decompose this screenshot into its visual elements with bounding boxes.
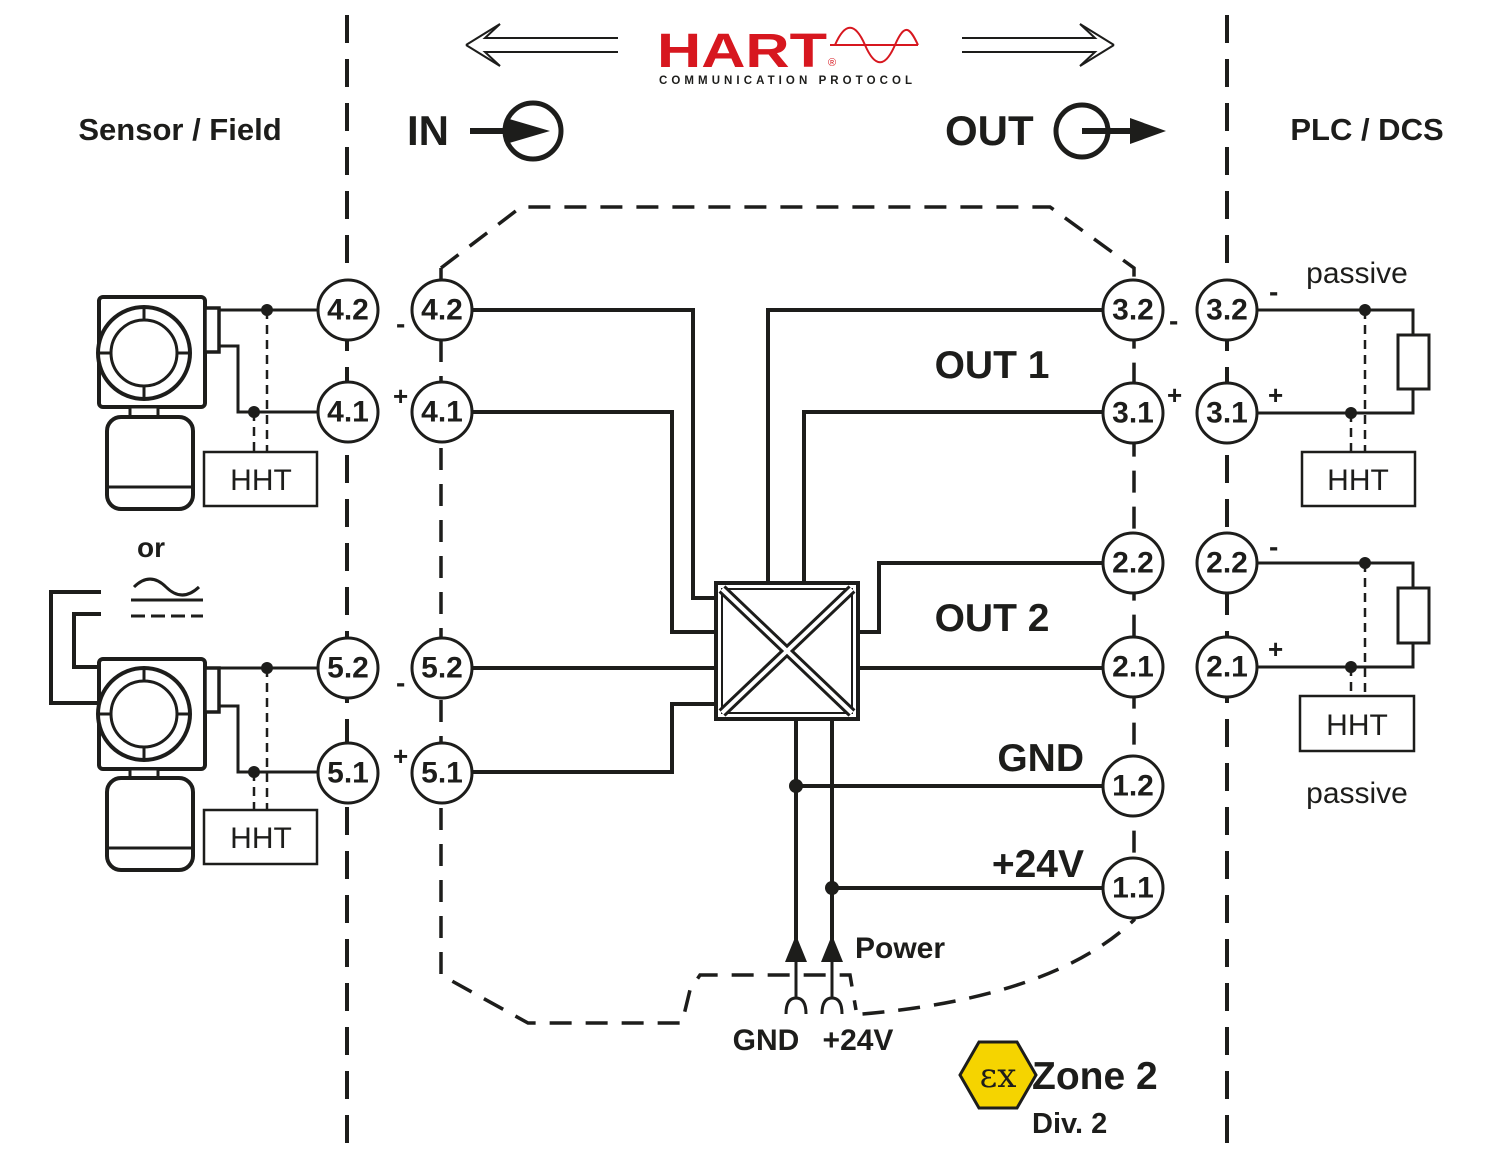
- passive-label-bottom: passive: [1306, 777, 1408, 810]
- terminal-plc-3-1: 3.1: [1195, 381, 1259, 445]
- power-supply-arrows-icon: [784, 935, 844, 1015]
- hht-label-field-1: HHT: [230, 464, 292, 497]
- svg-text:4.1: 4.1: [421, 396, 463, 429]
- terminal-field-4-1: 4.1: [316, 380, 380, 444]
- svg-text:5.1: 5.1: [327, 757, 369, 790]
- load-resistor-2: [1396, 586, 1431, 645]
- svg-text:4.2: 4.2: [327, 294, 369, 327]
- field-transmitter-2: [96, 657, 221, 872]
- zone-label: Zone 2: [1032, 1055, 1158, 1098]
- ex-badge-icon: εx: [958, 1040, 1038, 1110]
- svg-text:2.2: 2.2: [1112, 547, 1154, 580]
- hht-label-plc-2: HHT: [1326, 709, 1388, 742]
- svg-text:2.2: 2.2: [1206, 547, 1248, 580]
- terminal-field-5-2: 5.2: [316, 636, 380, 700]
- load-resistor-1: [1396, 333, 1431, 391]
- field-wiring: [219, 304, 319, 810]
- terminal-out-1-1: 1.1: [1101, 856, 1165, 920]
- svg-text:1.2: 1.2: [1112, 770, 1154, 803]
- svg-text:5.2: 5.2: [327, 652, 369, 685]
- terminal-in-5-2: 5.2: [410, 636, 474, 700]
- svg-text:2.1: 2.1: [1112, 651, 1154, 684]
- or-label: or: [137, 532, 165, 563]
- sign-in-4-1-plus: +: [393, 381, 408, 411]
- gnd-label: GND: [997, 737, 1084, 780]
- terminal-plc-2-2: 2.2: [1195, 531, 1259, 595]
- sign-plc-3-1-plus: +: [1268, 380, 1283, 410]
- terminal-out-2-2: 2.2: [1101, 531, 1165, 595]
- hht-label-field-2: HHT: [230, 822, 292, 855]
- terminal-plc-2-1: 2.1: [1195, 635, 1259, 699]
- module-housing-outline: [439, 205, 1136, 1025]
- sign-in-5-1-plus: +: [393, 741, 408, 771]
- input-arrow-icon: [470, 100, 564, 162]
- hht-box-plc-1: [1300, 450, 1417, 508]
- output-arrow-icon: [1053, 102, 1166, 160]
- terminal-out-3-2: 3.2: [1101, 278, 1165, 342]
- hht-box-field-2: [202, 808, 319, 866]
- ex-symbol: εx: [980, 1056, 1017, 1096]
- hollow-arrow-right-icon: [962, 23, 1115, 67]
- svg-text:3.1: 3.1: [1206, 397, 1248, 430]
- power-24v-label: +24V: [823, 1024, 894, 1057]
- terminal-out-2-1: 2.1: [1101, 635, 1165, 699]
- passive-label-top: passive: [1306, 257, 1408, 290]
- terminal-out-1-2: 1.2: [1101, 754, 1165, 818]
- out-label: OUT: [945, 107, 1034, 154]
- out1-label: OUT 1: [935, 344, 1050, 387]
- hart-logo: HART ® COMMUNICATION PROTOCOL: [657, 25, 919, 87]
- terminal-field-4-2: 4.2: [316, 278, 380, 342]
- field-transmitter-1: [96, 295, 221, 511]
- svg-text:3.2: 3.2: [1206, 294, 1248, 327]
- sensor-field-label: Sensor / Field: [78, 112, 281, 147]
- sign-in-5-2-minus: -: [396, 667, 405, 698]
- sign-out-3-2-minus: -: [1169, 305, 1178, 336]
- sign-plc-3-2-minus: -: [1269, 276, 1278, 307]
- in-label: IN: [407, 107, 449, 154]
- svg-text:1.1: 1.1: [1112, 872, 1154, 905]
- power-label: Power: [855, 932, 945, 965]
- svg-text:4.2: 4.2: [421, 294, 463, 327]
- svg-text:3.1: 3.1: [1112, 397, 1154, 430]
- svg-text:5.2: 5.2: [421, 652, 463, 685]
- terminal-out-3-1: 3.1: [1101, 381, 1165, 445]
- svg-text:2.1: 2.1: [1206, 651, 1248, 684]
- sign-plc-2-1-plus: +: [1268, 634, 1283, 664]
- hht-label-plc-1: HHT: [1327, 464, 1389, 497]
- hollow-arrow-left-icon: [465, 23, 618, 67]
- plc-dcs-label: PLC / DCS: [1290, 112, 1443, 147]
- plc-wiring: [1257, 304, 1415, 696]
- hart-registered-mark: ®: [828, 57, 836, 69]
- sign-plc-2-2-minus: -: [1269, 531, 1278, 562]
- terminal-in-5-1: 5.1: [410, 741, 474, 805]
- terminal-field-5-1: 5.1: [316, 741, 380, 805]
- terminal-in-4-1: 4.1: [410, 380, 474, 444]
- hht-box-field-1: [202, 450, 319, 508]
- galvanic-isolation-block: [714, 581, 860, 721]
- sine-wave-icon: [834, 26, 919, 64]
- hart-wordmark: HART: [657, 25, 827, 78]
- sign-out-3-1-plus: +: [1167, 380, 1182, 410]
- terminal-in-4-2: 4.2: [410, 278, 474, 342]
- ac-dc-symbol-icon: [131, 577, 203, 618]
- hht-box-plc-2: [1298, 694, 1416, 753]
- svg-text:5.1: 5.1: [421, 757, 463, 790]
- plus-24v-label: +24V: [992, 843, 1084, 886]
- sign-in-4-2-minus: -: [396, 308, 405, 339]
- svg-text:3.2: 3.2: [1112, 294, 1154, 327]
- four-wire-supply-connection: [49, 590, 101, 705]
- out2-label: OUT 2: [935, 597, 1050, 640]
- polarity-signs: - + - + - + - + - +: [393, 276, 1283, 771]
- div-label: Div. 2: [1032, 1108, 1107, 1140]
- terminal-plc-3-2: 3.2: [1195, 278, 1259, 342]
- svg-text:4.1: 4.1: [327, 396, 369, 429]
- power-gnd-label: GND: [733, 1024, 800, 1057]
- module-internal-wiring: [472, 308, 1104, 945]
